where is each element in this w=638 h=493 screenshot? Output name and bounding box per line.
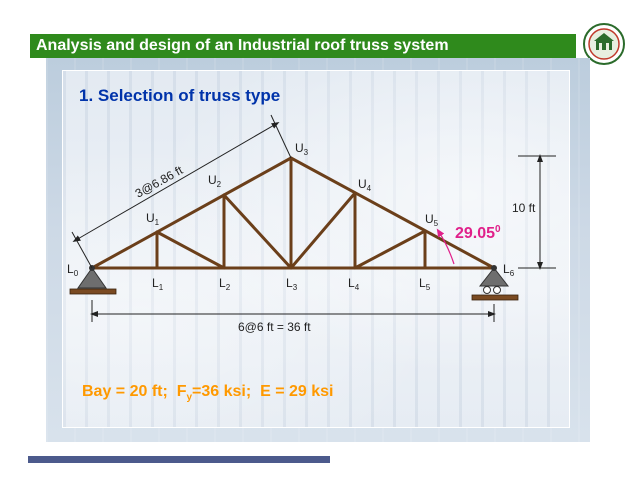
node-label-l5: L5 xyxy=(419,276,431,292)
span-dimension xyxy=(90,300,496,322)
footer-bar xyxy=(28,456,330,463)
diagonal-u1-l2 xyxy=(155,230,226,270)
angle-arc xyxy=(436,228,455,265)
section-heading: 1. Selection of truss type xyxy=(79,86,281,105)
fy-label: F xyxy=(176,383,187,400)
diagonal-u4-l3 xyxy=(289,191,357,270)
node-label-l1: L1 xyxy=(152,276,164,292)
bay-value: Bay = 20 ft; xyxy=(82,383,168,400)
node-label-l0: L0 xyxy=(67,262,79,278)
node-label-l3: L3 xyxy=(286,276,298,292)
angle-label: 29.050 xyxy=(455,224,501,242)
node-label-u4: U4 xyxy=(358,177,372,193)
slide-title-bar: Analysis and design of an Industrial roo… xyxy=(30,34,576,58)
right-top-chord xyxy=(289,156,496,270)
height-dimension xyxy=(518,154,556,270)
diagonal-u5-l4 xyxy=(353,229,427,270)
node-label-u3: U3 xyxy=(295,141,309,157)
pin-support-icon xyxy=(69,265,117,295)
rafter-dimension xyxy=(71,114,292,269)
node-label-u5: U5 xyxy=(425,212,439,228)
slide-title: Analysis and design of an Industrial roo… xyxy=(36,37,449,54)
diagonal-u2-l3 xyxy=(222,193,293,270)
design-parameters: Bay = 20 ft; Fy=36 ksi; E = 29 ksi xyxy=(82,383,333,403)
node-label-l4: L4 xyxy=(348,276,360,292)
node-label-u2: U2 xyxy=(208,173,222,189)
roller-support-icon xyxy=(471,265,519,301)
e-value: E = 29 ksi xyxy=(260,383,334,400)
span-dimension-label: 6@6 ft = 36 ft xyxy=(238,320,311,334)
fy-subscript: y xyxy=(186,392,193,404)
node-label-l2: L2 xyxy=(219,276,231,292)
node-label-l6: L6 xyxy=(503,262,515,278)
university-seal-icon xyxy=(583,23,625,65)
rafter-dimension-label: 3@6.86 ft xyxy=(133,163,186,201)
node-label-u1: U1 xyxy=(146,211,160,227)
height-dimension-label: 10 ft xyxy=(512,201,536,215)
fy-value: =36 ksi; xyxy=(192,383,252,400)
